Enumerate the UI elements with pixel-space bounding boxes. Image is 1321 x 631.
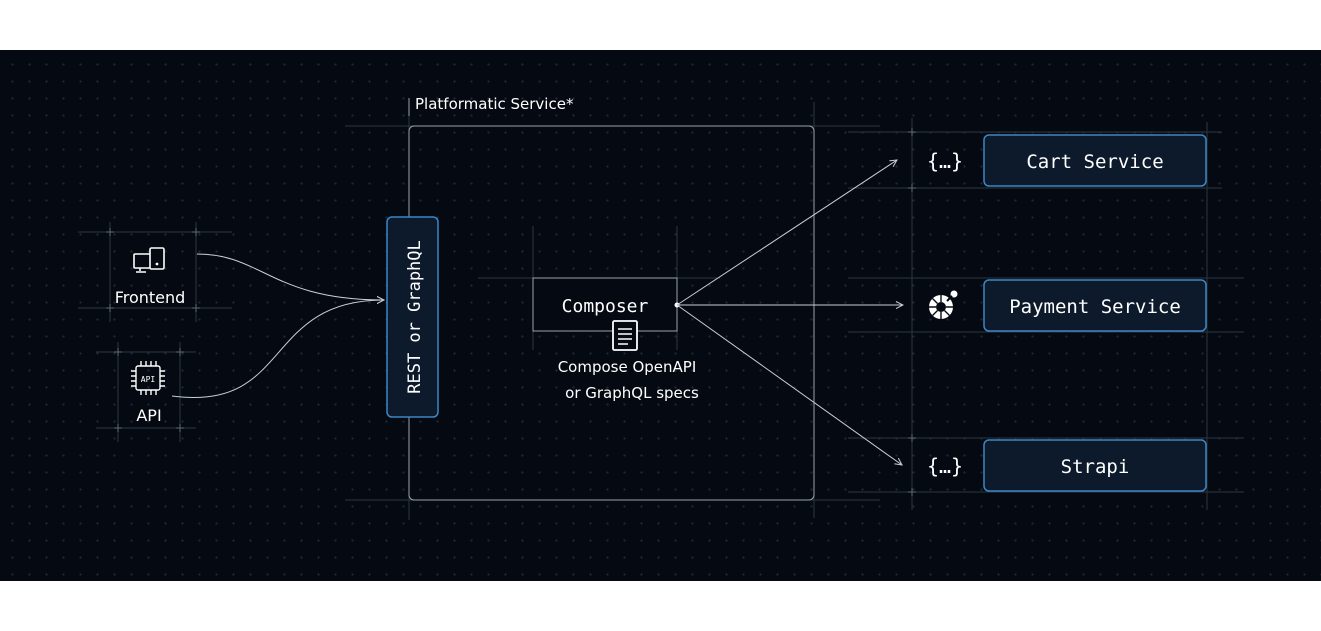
composer-node[interactable]: Composer Compose OpenAPI or GraphQL spec… bbox=[532, 277, 699, 402]
payment-service[interactable]: Payment Service bbox=[929, 279, 1207, 332]
api-chip-text: API bbox=[141, 375, 156, 384]
api-chip-icon: API bbox=[131, 361, 165, 395]
rest-graphql-gateway[interactable]: REST or GraphQL bbox=[386, 216, 439, 418]
plus-markers bbox=[106, 128, 916, 496]
composer-caption-line1: Compose OpenAPI bbox=[558, 358, 697, 376]
composer-label: Composer bbox=[562, 296, 649, 317]
gateway-label: REST or GraphQL bbox=[405, 240, 425, 394]
openapi-icon bbox=[929, 290, 958, 319]
frontend-connector bbox=[196, 253, 384, 300]
document-icon bbox=[612, 320, 638, 351]
strapi-service[interactable]: {…} Strapi bbox=[927, 439, 1207, 492]
api-label: API bbox=[136, 406, 161, 425]
api-connector bbox=[171, 300, 384, 398]
diagram-canvas: Platformatic Service* Frontend API API R… bbox=[0, 50, 1321, 581]
braces-icon: {…} bbox=[927, 454, 963, 478]
cart-service-label: Cart Service bbox=[1026, 151, 1163, 173]
frontend-client[interactable]: Frontend bbox=[115, 247, 186, 307]
service-title: Platformatic Service* bbox=[415, 95, 574, 113]
strapi-connector bbox=[676, 304, 902, 465]
braces-icon: {…} bbox=[927, 149, 963, 173]
architecture-diagram: Platformatic Service* Frontend API API R… bbox=[78, 95, 1244, 520]
payment-service-label: Payment Service bbox=[1009, 296, 1181, 318]
cart-connector bbox=[676, 160, 897, 306]
cart-service[interactable]: {…} Cart Service bbox=[927, 134, 1207, 187]
strapi-label: Strapi bbox=[1061, 456, 1130, 478]
frontend-label: Frontend bbox=[115, 288, 186, 307]
composer-caption-line2: or GraphQL specs bbox=[565, 384, 699, 402]
devices-icon bbox=[133, 247, 165, 273]
api-client[interactable]: API API bbox=[131, 361, 165, 425]
